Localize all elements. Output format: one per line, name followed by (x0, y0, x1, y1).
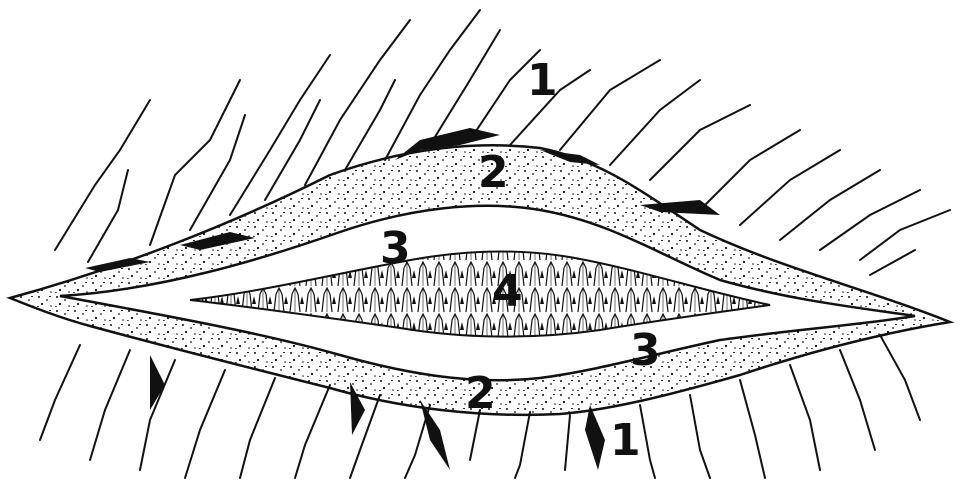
label-outer-band-lower: 2 (465, 368, 496, 419)
label-crystal-core: 4 (492, 266, 523, 317)
label-outer-band-upper: 2 (478, 147, 509, 198)
label-host-rock-lower: 1 (610, 415, 641, 466)
label-inner-band-upper: 3 (380, 223, 411, 274)
label-inner-band-lower: 3 (630, 325, 661, 376)
label-host-rock-upper: 1 (527, 55, 558, 106)
